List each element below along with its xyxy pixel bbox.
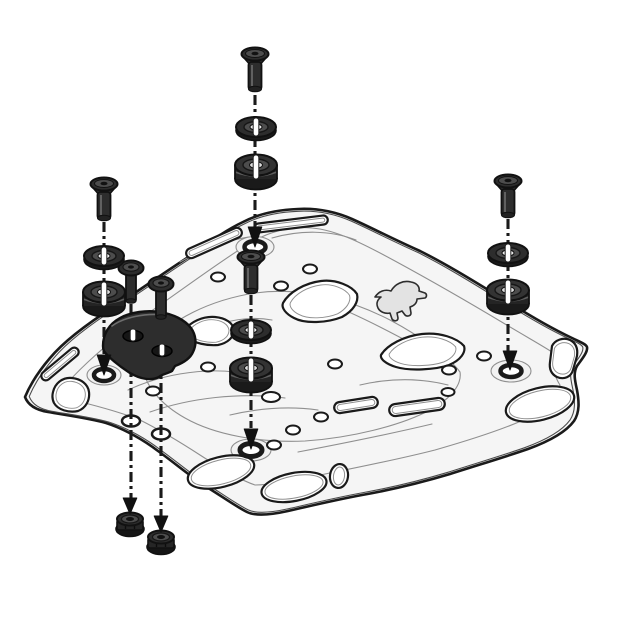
plate-cutout-oval [504, 385, 576, 423]
horse-logo [374, 280, 428, 322]
rubber-grommet [486, 278, 530, 316]
recess-contour [127, 370, 236, 391]
flat-head-screw [236, 249, 266, 295]
hex-socket [247, 254, 255, 259]
shaft-slot [100, 246, 108, 266]
shaft-slot [247, 357, 255, 383]
flat-head-screw [89, 176, 119, 222]
cutout-inner-line [190, 457, 252, 487]
shaft-slot [247, 320, 255, 340]
assembly-arrow [502, 350, 518, 371]
flat-head-screw [493, 173, 523, 219]
plate-hole [441, 364, 457, 376]
plate-hole [273, 280, 289, 292]
rubber-grommet [82, 280, 126, 318]
cutout-inner-line [188, 230, 240, 256]
assembly-arrow [122, 497, 138, 515]
screw-tip [155, 314, 167, 320]
button-head-screw [147, 275, 175, 320]
cutout-inner [289, 284, 351, 319]
plate-hole [200, 361, 216, 373]
plate-cutout [379, 332, 466, 371]
plate-hole [302, 263, 318, 275]
plate-hole [145, 385, 161, 397]
plate-hole [210, 271, 226, 283]
plate-hole [266, 439, 282, 451]
bracket-hole-slot [158, 343, 166, 357]
hex-socket [128, 265, 134, 269]
cutout-inner [388, 336, 457, 367]
hex-socket [504, 178, 512, 183]
hex-socket [158, 281, 164, 285]
plate-cutout-slot [333, 395, 379, 415]
shaft-slot [504, 279, 512, 305]
rubber-grommet [229, 356, 273, 394]
flat-head-screw [240, 46, 270, 93]
cutout-inner [552, 342, 576, 375]
assembly-arrow [96, 354, 112, 376]
plate-cutout-slot [40, 346, 80, 382]
screw-tip [244, 287, 258, 295]
cutout-inner-line [552, 342, 576, 375]
cutout-inner-line [388, 336, 457, 367]
bracket-body [101, 310, 197, 381]
button-head-screw [117, 259, 145, 304]
assembly-arrow [247, 226, 263, 248]
plate-cutout-oval [260, 470, 328, 504]
plate-hole [261, 391, 281, 403]
plate-cutout [281, 279, 359, 324]
flat-washer [235, 116, 277, 142]
flange-nut [115, 511, 145, 538]
screw-tip [97, 214, 111, 222]
shaft-slot [100, 281, 108, 307]
plate-hole [327, 358, 343, 370]
shaft-slot [252, 154, 260, 180]
plate-hole [285, 424, 301, 436]
plate-cutout-oval [186, 454, 256, 490]
flat-washer [83, 245, 125, 271]
plate-cutouts [40, 214, 579, 504]
flat-washer [487, 242, 529, 268]
plate-cutout-slot [388, 396, 446, 418]
screw-tip [248, 85, 262, 93]
plate-hole [313, 411, 329, 423]
nut-hole [126, 517, 134, 521]
cutout-inner-line [264, 474, 324, 500]
shaft-slot [252, 117, 260, 137]
recess-contour [297, 423, 433, 453]
nut-hole [157, 535, 165, 539]
bracket-hole-slot [129, 328, 137, 342]
cutout-inner-line [43, 349, 77, 379]
cutout-inner-line [391, 400, 443, 414]
cutout-inner-line [508, 388, 572, 420]
flange-nut [146, 529, 176, 556]
recess-contour [229, 407, 319, 416]
cutout-inner-line [336, 398, 376, 412]
recess-contour [359, 379, 449, 386]
cutout-inner-line [332, 466, 346, 486]
plate-holes [91, 238, 524, 459]
hex-socket [251, 51, 259, 56]
plate-cutout [548, 337, 579, 380]
screw-tip [501, 211, 515, 219]
cutout-inner [55, 380, 86, 409]
plate-cutout-slot [185, 226, 243, 260]
hex-socket [100, 181, 108, 186]
recess-contour [271, 231, 357, 241]
rubber-grommet [234, 153, 278, 191]
plate-cutout [51, 376, 91, 413]
plate-hole [476, 350, 492, 362]
shaft-slot [504, 243, 512, 263]
plate-hole [440, 387, 456, 397]
flat-washer [230, 319, 272, 345]
screw-tip [125, 298, 137, 304]
assembly-arrow [243, 428, 259, 450]
assembly-arrows [96, 226, 518, 533]
cutout-inner-line [289, 284, 351, 319]
assembly-arrow [153, 515, 169, 533]
cutout-inner-line [55, 380, 86, 409]
horse-logo-glyph [374, 280, 428, 322]
